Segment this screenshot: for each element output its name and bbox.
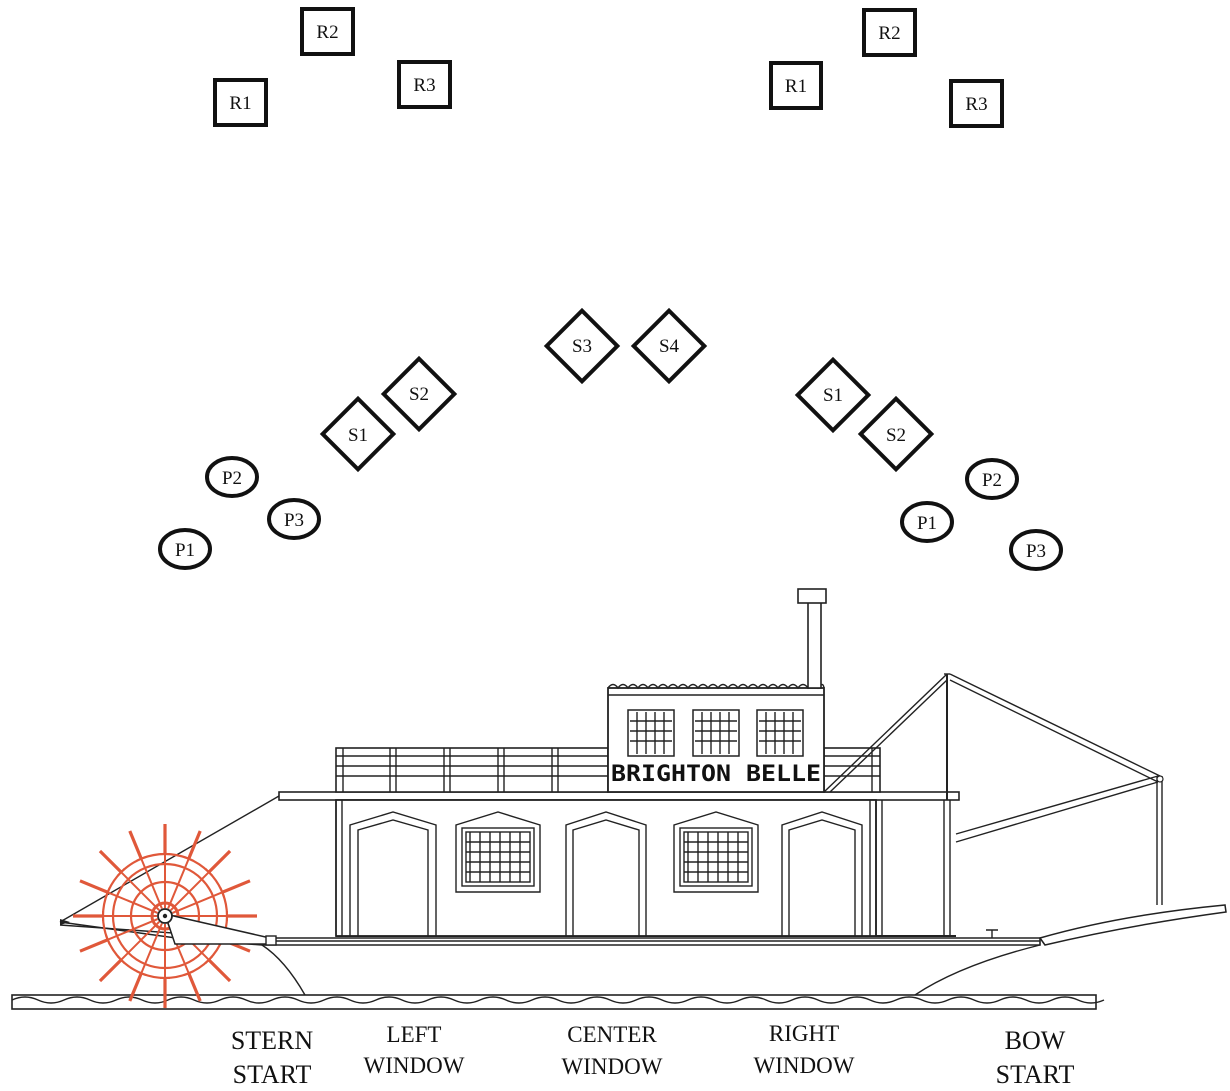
svg-text:S2: S2: [409, 384, 429, 405]
svg-text:S3: S3: [572, 336, 592, 357]
left-p2-marker: P2: [207, 458, 257, 496]
svg-text:R3: R3: [413, 75, 435, 96]
svg-text:WINDOW: WINDOW: [562, 1054, 663, 1079]
main-cabin: [336, 800, 950, 936]
right-s2-marker: S2: [861, 399, 932, 470]
right-window-label: RIGHT WINDOW: [754, 1021, 855, 1078]
svg-text:R2: R2: [878, 23, 900, 44]
right-p2-marker: P2: [967, 460, 1017, 498]
svg-text:P1: P1: [175, 540, 195, 561]
right-r3-marker: R3: [951, 81, 1002, 126]
right-p3-marker: P3: [1011, 531, 1061, 569]
boat-name-sign: BRIGHTON BELLE: [611, 762, 821, 787]
left-r3-marker: R3: [399, 62, 450, 107]
svg-text:P2: P2: [982, 470, 1002, 491]
svg-text:STERN: STERN: [231, 1026, 314, 1055]
left-r1-marker: R1: [215, 80, 266, 125]
left-p1-marker: P1: [160, 530, 210, 568]
svg-text:LEFT: LEFT: [387, 1022, 442, 1047]
svg-text:CENTER: CENTER: [567, 1022, 657, 1047]
left-window-label: LEFT WINDOW: [364, 1022, 465, 1078]
riverboat-illustration: BRIGHTON BELLE: [12, 589, 1226, 1009]
left-s1-marker: S1: [323, 399, 394, 470]
center-s3-marker: S3: [547, 311, 618, 382]
svg-text:START: START: [233, 1060, 312, 1089]
svg-text:P3: P3: [1026, 541, 1046, 562]
right-r2-marker: R2: [864, 10, 915, 55]
stern-start-label: STERN START: [231, 1026, 314, 1089]
left-r2-marker: R2: [302, 9, 353, 54]
svg-text:P2: P2: [222, 468, 242, 489]
svg-text:S4: S4: [659, 336, 680, 357]
svg-text:START: START: [996, 1060, 1075, 1089]
right-s1-marker: S1: [798, 360, 869, 431]
pilot-house: BRIGHTON BELLE: [608, 685, 824, 793]
right-p1-marker: P1: [902, 503, 952, 541]
pilot-window-3: [757, 710, 803, 756]
pilot-window-1: [628, 710, 674, 756]
svg-text:RIGHT: RIGHT: [769, 1021, 839, 1046]
svg-text:S1: S1: [348, 425, 368, 446]
left-p3-marker: P3: [269, 500, 319, 538]
bow-start-label: BOW START: [996, 1026, 1075, 1089]
svg-text:R3: R3: [965, 94, 987, 115]
svg-text:S1: S1: [823, 385, 843, 406]
smokestack: [798, 589, 826, 688]
water-waves: [12, 995, 1104, 1009]
center-s4-marker: S4: [634, 311, 705, 382]
svg-text:BOW: BOW: [1005, 1026, 1066, 1055]
svg-text:WINDOW: WINDOW: [364, 1053, 465, 1078]
left-s2-marker: S2: [384, 359, 455, 430]
svg-text:P1: P1: [917, 513, 937, 534]
svg-text:P3: P3: [284, 510, 304, 531]
right-r1-marker: R1: [771, 63, 821, 108]
svg-text:WINDOW: WINDOW: [754, 1053, 855, 1078]
svg-text:S2: S2: [886, 425, 906, 446]
svg-text:R1: R1: [229, 93, 251, 114]
center-window-label: CENTER WINDOW: [562, 1022, 663, 1079]
svg-text:R2: R2: [316, 22, 338, 43]
pilot-window-2: [693, 710, 739, 756]
svg-text:R1: R1: [785, 76, 807, 97]
